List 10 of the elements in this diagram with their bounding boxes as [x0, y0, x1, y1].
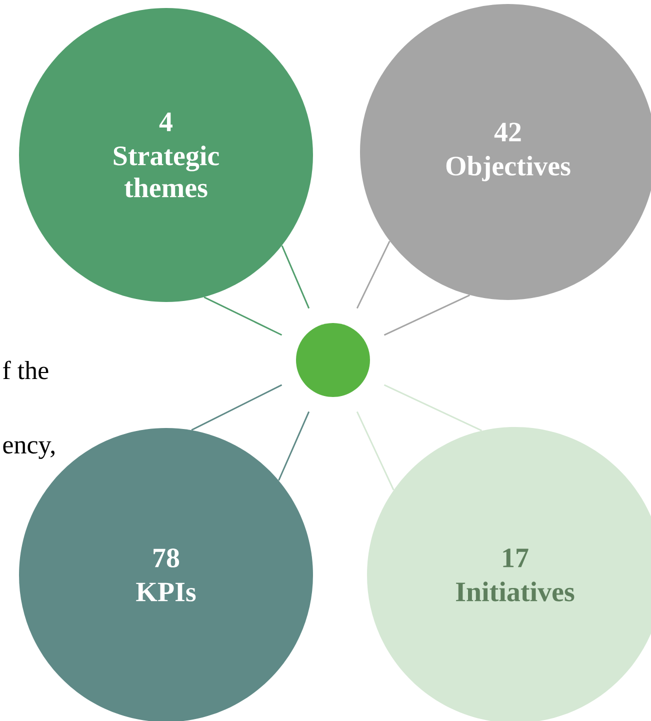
connector-line [191, 384, 282, 431]
center-circle [296, 323, 370, 397]
connector-line [356, 240, 390, 309]
connector-line [384, 294, 470, 336]
text-fragment: f the [3, 360, 48, 380]
connector-line [356, 411, 394, 490]
connector-line [278, 411, 310, 481]
connector-line [204, 296, 282, 336]
connector-line [384, 384, 482, 432]
connector-line [281, 245, 310, 309]
